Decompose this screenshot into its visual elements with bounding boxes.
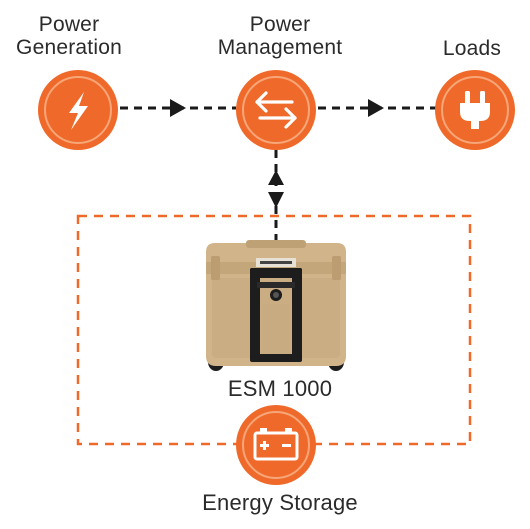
bidirectional-arrows-icon — [255, 91, 297, 129]
battery-icon — [253, 431, 299, 461]
loads-label: Loads — [442, 37, 502, 60]
arrowhead-up — [268, 170, 284, 185]
loads-node — [435, 70, 515, 150]
arrowhead-down — [268, 192, 284, 208]
arrowhead-right-1 — [170, 99, 186, 117]
energy-storage-node — [236, 405, 316, 485]
power-management-label: Power Management — [217, 13, 343, 59]
power-generation-label: Power Generation — [16, 13, 122, 59]
arrowhead-right-2 — [368, 99, 384, 117]
power-plug-icon — [460, 91, 490, 129]
rugged-case-icon — [206, 240, 346, 371]
energy-storage-label: Energy Storage — [202, 490, 358, 515]
power-management-node — [236, 70, 316, 150]
power-generation-node — [38, 70, 118, 150]
esm-device-label: ESM 1000 — [227, 376, 333, 401]
lightning-bolt-icon — [69, 92, 88, 130]
